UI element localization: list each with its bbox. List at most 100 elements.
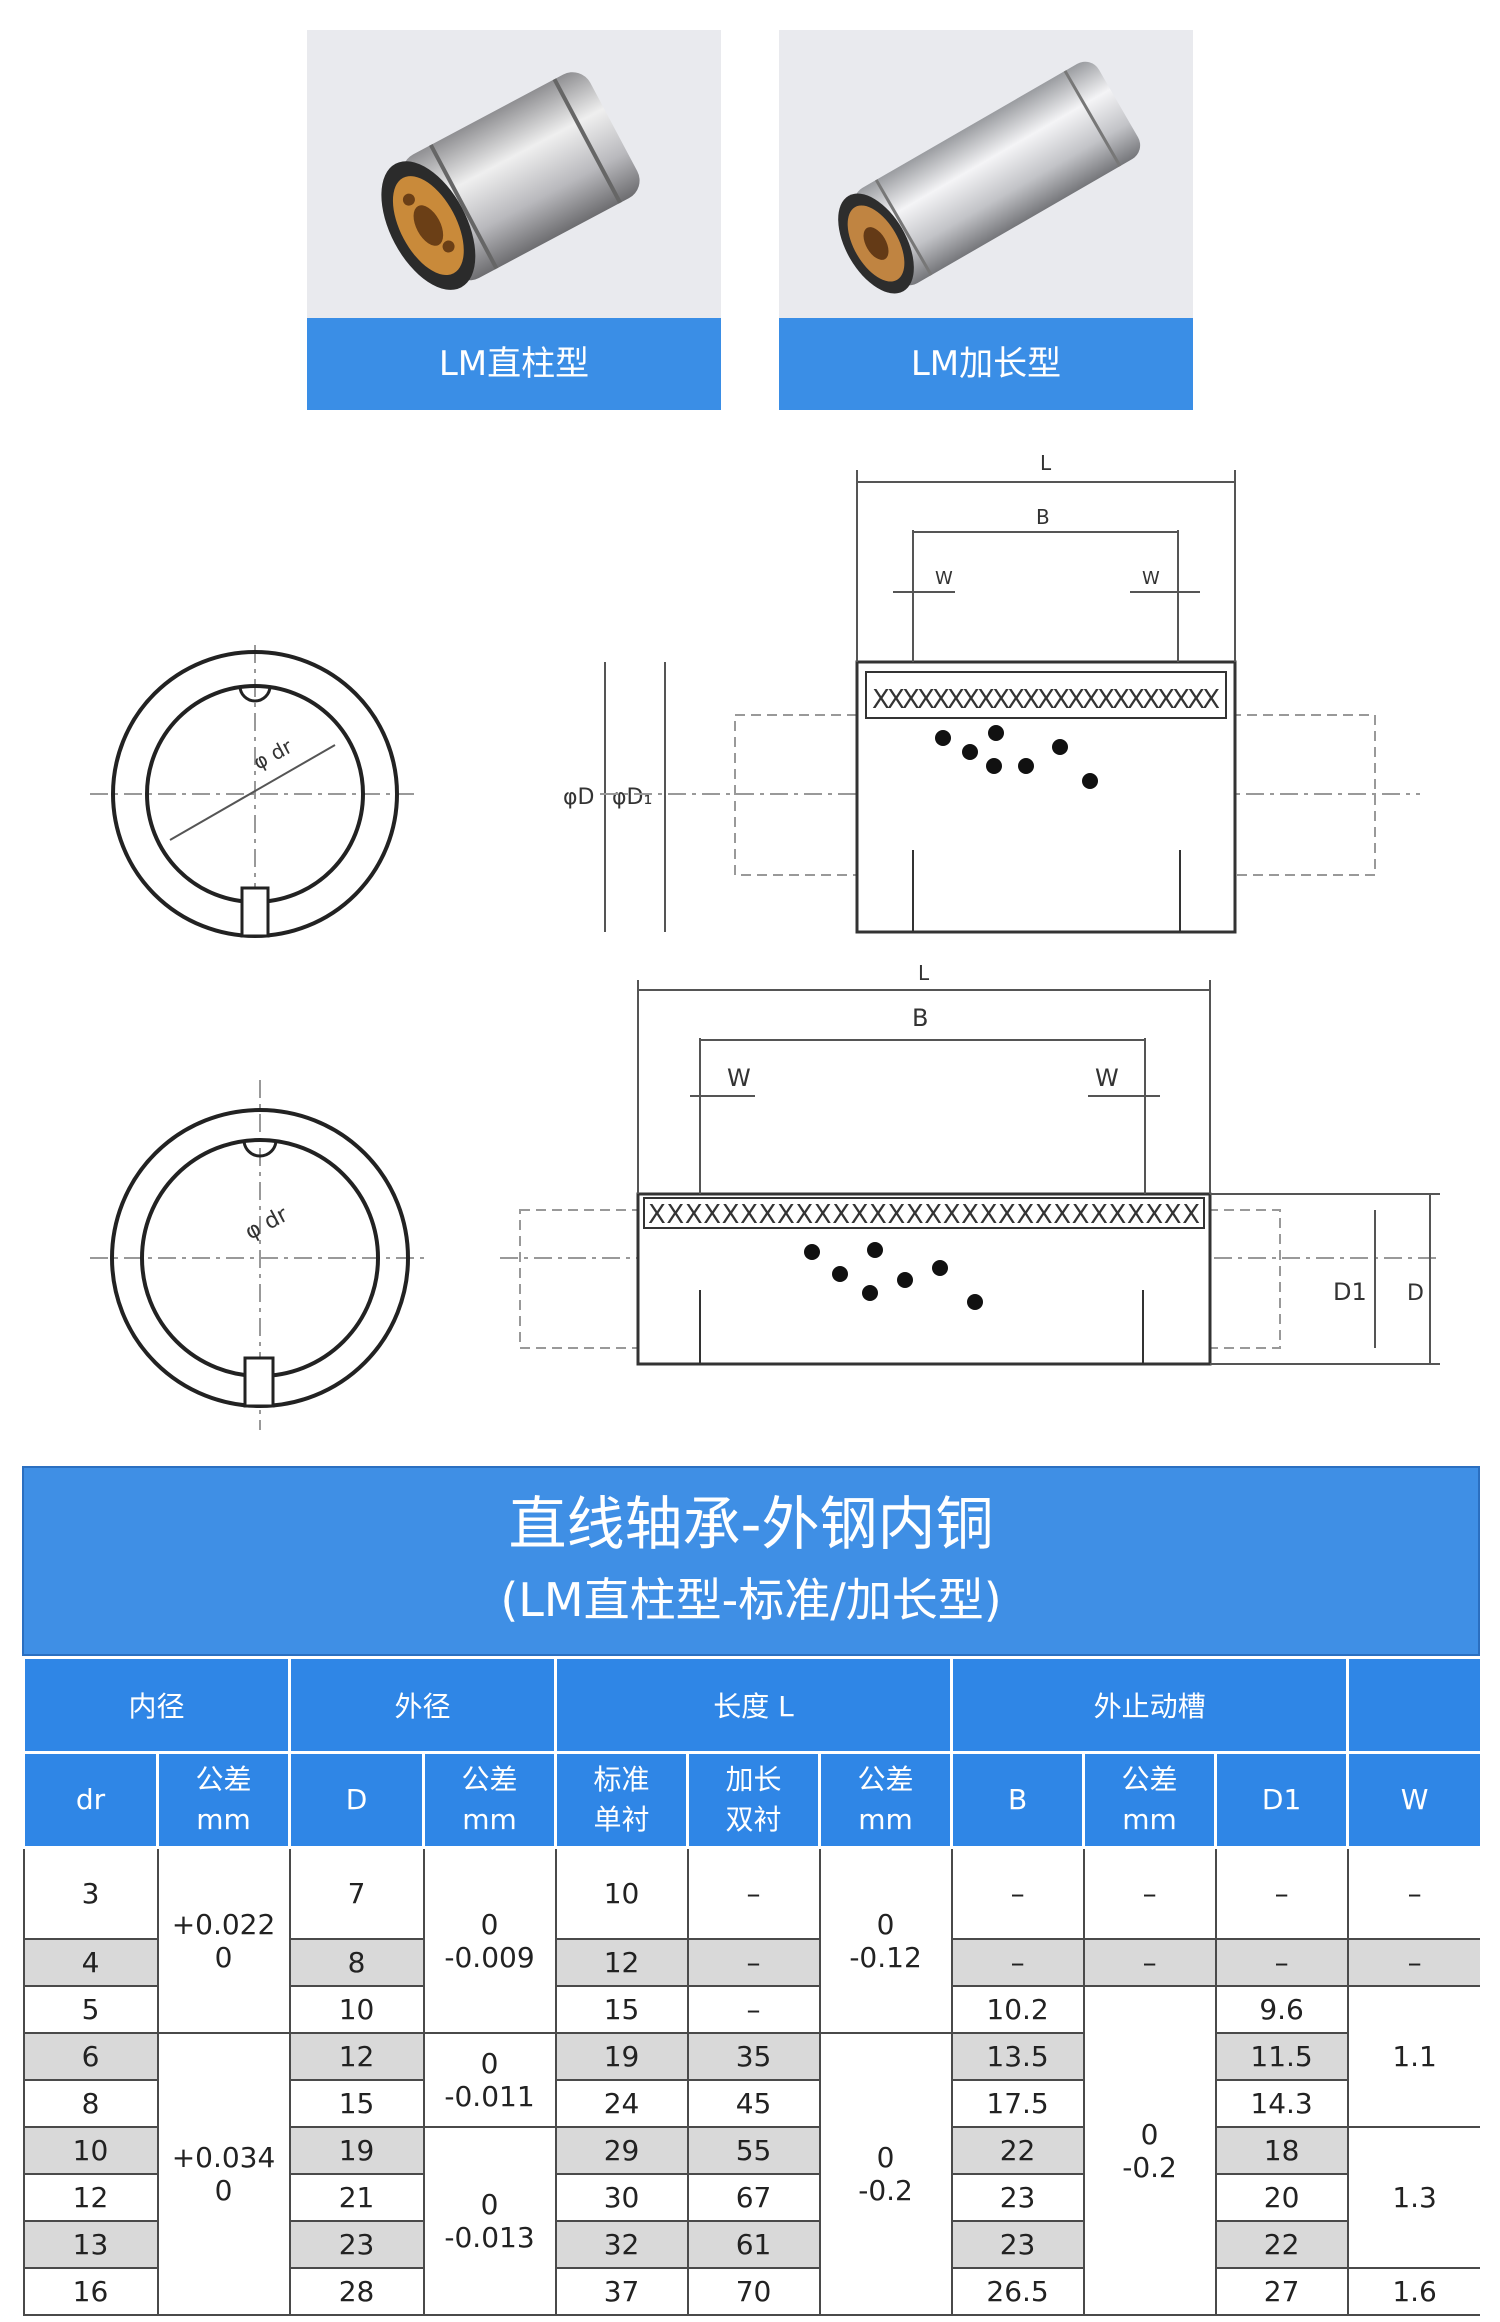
cell-W: – — [1346, 1846, 1480, 1940]
phi-dr-label-2: φ dr — [241, 1202, 293, 1245]
cell-B: 22 — [950, 2126, 1085, 2175]
phi-dr-label: φ dr — [249, 734, 297, 775]
cell-tol3: 0-0.2 — [818, 2032, 953, 2316]
phi-D1-label: φD₁ — [612, 785, 652, 810]
ball-retainer-pattern-2: XXXXXXXXXXXXXXXXXXXXXXXXXXXXXX — [648, 1200, 1200, 1230]
cell-D: 19 — [288, 2126, 425, 2175]
table-row: 4 8 12 – – – – – — [22, 1938, 1480, 1987]
cell-B: 26.5 — [950, 2267, 1085, 2316]
cell-dr: 10 — [22, 2126, 159, 2175]
cell-std: 12 — [554, 1938, 689, 1987]
cell-D: 7 — [288, 1846, 425, 1940]
group-header-inner: 内径 — [22, 1656, 292, 1754]
cell-D1: 9.6 — [1214, 1985, 1349, 2034]
spec-title: 直线轴承-外钢内铜 — [508, 1490, 994, 1558]
cell-B: 13.5 — [950, 2032, 1085, 2081]
cell-std: 29 — [554, 2126, 689, 2175]
cell-D1: – — [1214, 1938, 1349, 1987]
cell-D1: 22 — [1214, 2220, 1349, 2269]
cell-B: 23 — [950, 2173, 1085, 2222]
cell-dr: 5 — [22, 1985, 159, 2034]
spec-subtitle: (LM直柱型-标准/加长型) — [500, 1573, 1002, 1627]
dim-W-right-label-2: W — [1095, 1064, 1119, 1092]
dim-D-label: D — [1407, 1281, 1424, 1306]
cell-tol4: – — [1082, 1846, 1217, 1940]
cell-std: 15 — [554, 1985, 689, 2034]
cell-dr: 16 — [22, 2267, 159, 2316]
table-row: 12 21 30 67 23 20 — [22, 2173, 1481, 2222]
bearing-extended-photo — [838, 61, 1141, 294]
cell-D: 10 — [288, 1985, 425, 2034]
cell-tol2: 0-0.013 — [422, 2126, 557, 2316]
cell-std: 24 — [554, 2079, 689, 2128]
cell-dr: 6 — [22, 2032, 159, 2081]
cell-B: – — [950, 1938, 1085, 1987]
drawing-standard: φ dr φD φD₁ XXXXXXXXXXXXXXXXXXXXXXX L B … — [0, 440, 1500, 940]
group-header-groove: 外止动槽 — [950, 1656, 1350, 1754]
cell-B: 10.2 — [950, 1985, 1085, 2034]
table-row: 13 23 32 61 23 22 — [22, 2220, 1481, 2269]
dim-L-label-2: L — [918, 961, 930, 985]
col-header-std: 标准单衬 — [554, 1751, 690, 1849]
cell-ext: 70 — [686, 2267, 821, 2316]
cell-dr: 13 — [22, 2220, 159, 2269]
dim-B-label: B — [1036, 505, 1050, 529]
cell-W: 1.3 — [1346, 2126, 1480, 2269]
cell-D: 12 — [288, 2032, 425, 2081]
cell-D1: 20 — [1214, 2173, 1349, 2222]
cell-D: 21 — [288, 2173, 425, 2222]
cell-W: 1.1 — [1346, 1985, 1480, 2128]
cell-D: 15 — [288, 2079, 425, 2128]
end-view-ring: φ dr — [90, 645, 420, 940]
cell-tol2: 0-0.011 — [422, 2032, 557, 2128]
cell-std: 32 — [554, 2220, 689, 2269]
cell-ext: 67 — [686, 2173, 821, 2222]
col-header-D1: D1 — [1214, 1751, 1350, 1849]
cell-W: – — [1346, 1938, 1480, 1987]
cell-ext: – — [686, 1985, 821, 2034]
cell-ext: 45 — [686, 2079, 821, 2128]
ball-retainer-pattern: XXXXXXXXXXXXXXXXXXXXXXX — [872, 685, 1220, 715]
table-row: 8 15 24 45 17.5 14.3 — [22, 2079, 1481, 2128]
table-row: 5 10 15 – 10.2 0-0.2 9.6 1.1 — [22, 1985, 1480, 2316]
dim-L-label: L — [1040, 451, 1052, 475]
col-header-dr: dr — [22, 1751, 159, 1849]
product-card-standard: LM直柱型 — [307, 30, 721, 410]
cell-D1: 27 — [1214, 2267, 1349, 2316]
dim-B-label-2: B — [912, 1004, 928, 1032]
table-row: 10 19 0-0.013 29 55 22 18 1.3 — [22, 2126, 1480, 2316]
cell-D: 28 — [288, 2267, 425, 2316]
cell-std: 37 — [554, 2267, 689, 2316]
cell-dr: 4 — [22, 1938, 159, 1987]
dim-W-right-label: W — [1142, 568, 1160, 589]
cell-D1: 18 — [1214, 2126, 1349, 2175]
cell-D1: 11.5 — [1214, 2032, 1349, 2081]
product-card-extended: LM加长型 — [779, 30, 1193, 410]
cell-ext: 61 — [686, 2220, 821, 2269]
cell-W: 1.6 — [1346, 2267, 1480, 2316]
drawing-extended: φ dr XXXXXXXXXXXXXXXXXXXXXXXXXXXXXX L B … — [0, 960, 1500, 1440]
cell-tol4: – — [1082, 1938, 1217, 1987]
cell-B: 17.5 — [950, 2079, 1085, 2128]
cell-D: 23 — [288, 2220, 425, 2269]
col-header-W: W — [1346, 1751, 1480, 1849]
group-header-outer: 外径 — [288, 1656, 558, 1754]
cell-std: 30 — [554, 2173, 689, 2222]
col-header-ext: 加长双衬 — [686, 1751, 822, 1849]
cell-D1: 14.3 — [1214, 2079, 1349, 2128]
end-view-ring-2: φ dr — [90, 1080, 430, 1430]
cell-ext: – — [686, 1938, 821, 1987]
group-header-empty — [1346, 1656, 1480, 1754]
phi-D-label: φD — [563, 785, 594, 810]
cell-B: – — [950, 1846, 1085, 1940]
cell-dr: 8 — [22, 2079, 159, 2128]
cell-tol3: 0-0.12 — [818, 1846, 953, 2034]
dim-W-left-label: W — [935, 568, 953, 589]
cell-dr: 3 — [22, 1846, 159, 1940]
